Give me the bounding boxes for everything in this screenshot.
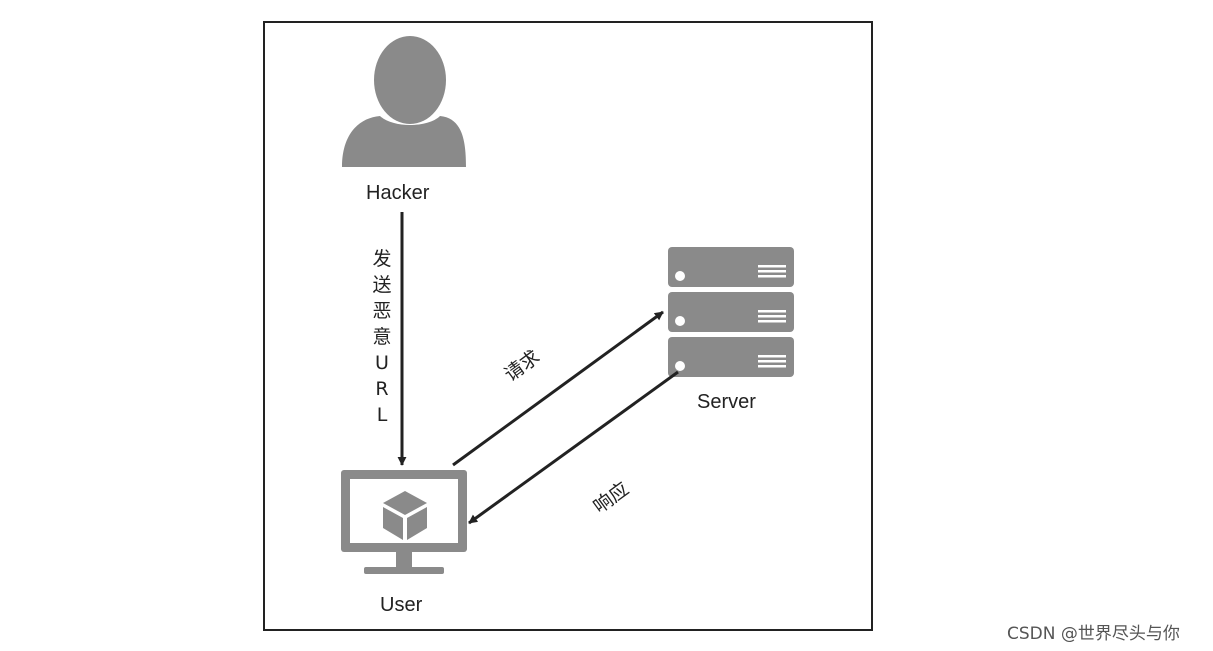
- server-unit-2: [668, 292, 794, 332]
- user-silhouette-icon: [342, 36, 466, 167]
- edge-label-char: R: [375, 378, 389, 400]
- watermark: CSDN @世界尽头与你: [1007, 624, 1180, 644]
- monitor-icon: [341, 470, 467, 574]
- edge-label-char: L: [376, 404, 388, 426]
- edge-label-char: 发: [372, 248, 392, 270]
- edge-label-char: 意: [372, 326, 392, 348]
- server-label: Server: [697, 391, 756, 413]
- server-rack-icon: [668, 247, 794, 377]
- cube-icon: [383, 491, 427, 540]
- edge-label-char: 送: [372, 274, 392, 296]
- server-unit-1: [668, 247, 794, 287]
- user-label: User: [380, 594, 423, 616]
- arrow-server-to-user: [468, 370, 679, 525]
- hacker-label: Hacker: [366, 182, 430, 204]
- edge-label-char: U: [375, 352, 389, 374]
- server-unit-3: [668, 337, 794, 377]
- arrow-user-to-server: [452, 310, 664, 467]
- edge-label-char: 恶: [372, 300, 392, 322]
- diagram-frame: [263, 21, 873, 631]
